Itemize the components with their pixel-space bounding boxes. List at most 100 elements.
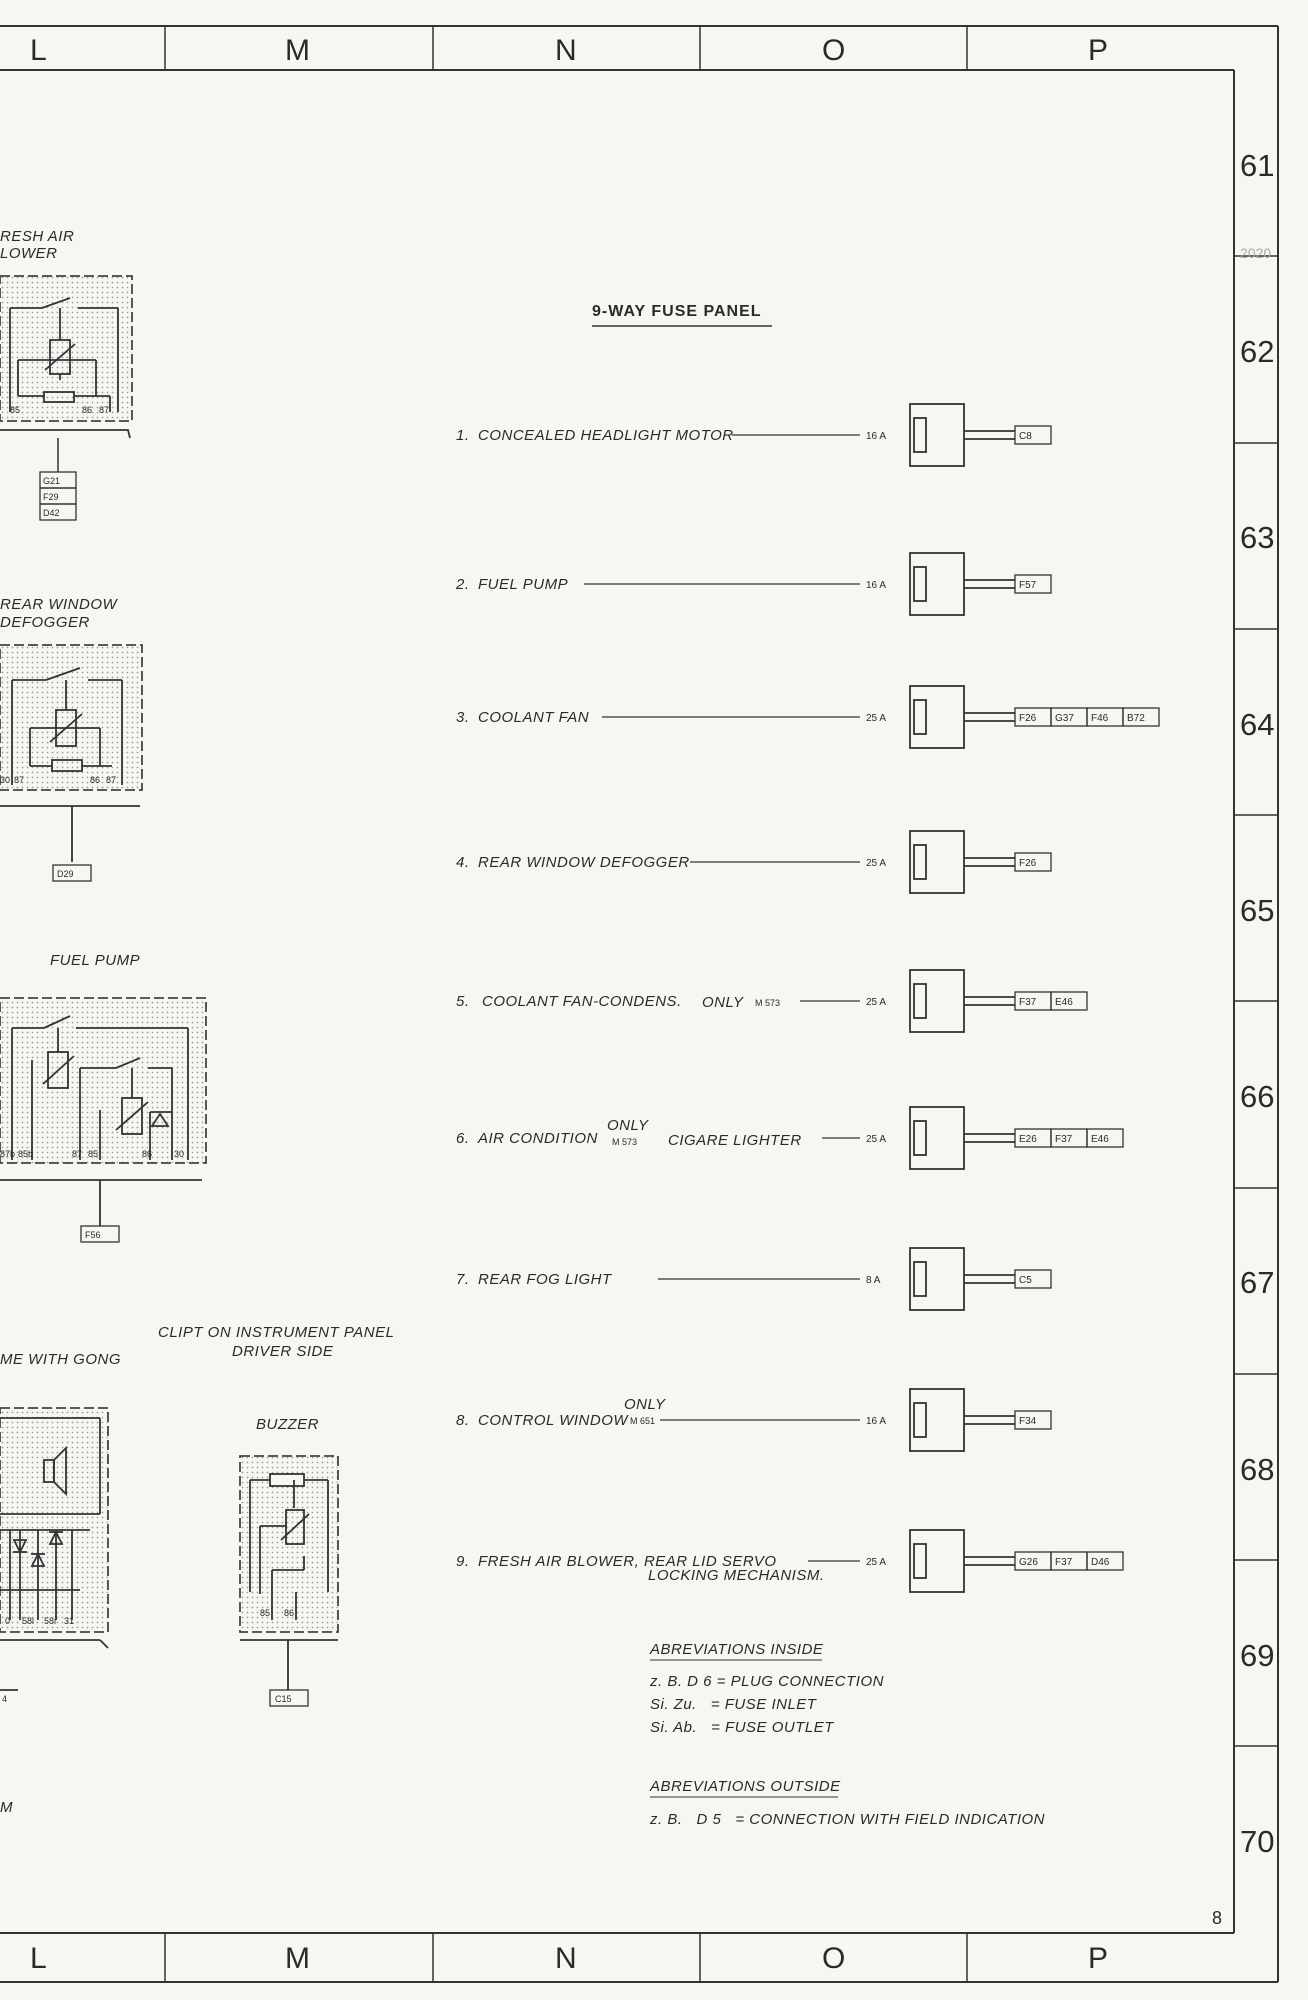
fuse-number: 3. xyxy=(456,709,470,726)
buzzer-code: C15 xyxy=(275,1694,292,1704)
fuse-row: 5. COOLANT FAN-CONDENS. 25 A F37 E46 xyxy=(456,969,1088,1033)
fuse-code-box xyxy=(1086,1551,1124,1571)
fuse-number: 4. xyxy=(456,854,470,871)
fuse-code-label: F34 xyxy=(1019,1416,1037,1427)
fuse-label: COOLANT FAN-CONDENS. xyxy=(482,993,682,1010)
column-letter-n-top: N xyxy=(555,34,577,67)
row-number-65: 65 xyxy=(1240,893,1274,928)
gong-title: ME WITH GONG xyxy=(0,1351,121,1368)
fuse-code-label: G37 xyxy=(1055,713,1074,724)
fuse-label: FUEL PUMP xyxy=(478,576,568,593)
fuse-code-label: E26 xyxy=(1019,1134,1037,1145)
abbrev-inside-line-2: Si. Zu. = FUSE INLET xyxy=(650,1696,818,1713)
fuel-pump-relay-title: FUEL PUMP xyxy=(50,952,140,969)
row-number-63: 63 xyxy=(1240,520,1274,555)
fuel-pump-pin-30: 30 xyxy=(174,1149,184,1159)
abbrev-outside-line-1: z. B. D 5 = CONNECTION WITH FIELD INDICA… xyxy=(649,1811,1045,1828)
bottom-left-fragment: M xyxy=(0,1799,13,1816)
fuse-code-label: D46 xyxy=(1091,1557,1110,1568)
fuse-symbol xyxy=(909,1247,1015,1311)
buzzer-pin-86: 86 xyxy=(284,1608,294,1618)
row-number-69: 69 xyxy=(1240,1638,1274,1673)
rear-window-pin-30: 30 xyxy=(0,775,10,785)
fuse-code-label: E46 xyxy=(1091,1134,1109,1145)
fuse-amperage: 8 A xyxy=(866,1275,881,1286)
fuse-8-model: M 651 xyxy=(630,1416,655,1426)
fuse-number: 9. xyxy=(456,1553,470,1570)
fuse-8-only: ONLY xyxy=(624,1396,666,1413)
rear-window-pin-87: 87 xyxy=(14,775,24,785)
column-letter-m-bottom: M xyxy=(285,1942,310,1975)
row-number-70: 70 xyxy=(1240,1824,1274,1859)
fuse-symbol xyxy=(909,685,1015,749)
column-letter-p-bottom: P xyxy=(1088,1942,1108,1975)
fresh-air-pin-87: 87 xyxy=(99,405,109,415)
column-letter-o-bottom: O xyxy=(822,1942,845,1975)
fresh-air-relay-symbol xyxy=(0,275,133,439)
rear-window-title-1: REAR WINDOW xyxy=(0,596,119,613)
fuse-rows: 1. CONCEALED HEADLIGHT MOTOR 16 A C8 2. FUEL … xyxy=(455,403,1160,1593)
fuse-code-label: E46 xyxy=(1055,997,1073,1008)
buzzer-pin-85: 85 xyxy=(260,1608,270,1618)
clipt-line-2: DRIVER SIDE xyxy=(232,1343,334,1360)
abbrev-inside-title: ABREVIATIONS INSIDE xyxy=(649,1641,824,1658)
abbrev-outside-title: ABREVIATIONS OUTSIDE xyxy=(649,1778,841,1795)
fuse-amperage: 25 A xyxy=(866,1134,886,1145)
fuse-number: 1. xyxy=(456,427,470,444)
buzzer-code-box xyxy=(269,1689,309,1707)
gong-pin-58l: 58l xyxy=(22,1616,34,1626)
fuse-6-model: M 573 xyxy=(612,1137,637,1147)
fuse-code-label: F37 xyxy=(1019,997,1037,1008)
fresh-air-code-2: F29 xyxy=(43,492,59,502)
abbrev-inside-line-3: Si. Ab. = FUSE OUTLET xyxy=(650,1719,835,1736)
fuse-code-box xyxy=(1014,574,1052,594)
fuse-code-box xyxy=(1122,707,1160,727)
abbrev-inside-line-1: z. B. D 6 = PLUG CONNECTION xyxy=(649,1673,884,1690)
column-letter-n-bottom: N xyxy=(555,1942,577,1975)
fuse-label: REAR FOG LIGHT xyxy=(478,1271,613,1288)
fuse-amperage: 25 A xyxy=(866,713,886,724)
fuse-symbol xyxy=(909,1388,1015,1452)
fuse-label: CONCEALED HEADLIGHT MOTOR xyxy=(478,427,734,444)
fresh-air-code-1: G21 xyxy=(43,476,60,486)
fuse-number: 8. xyxy=(456,1412,470,1429)
fuse-code-box xyxy=(1086,1128,1124,1148)
column-letter-l-bottom: L xyxy=(30,1942,47,1975)
buzzer-symbol xyxy=(239,1455,339,1690)
fuse-number: 7. xyxy=(456,1271,470,1288)
fuse-symbol xyxy=(909,830,1015,894)
fuse-6-only: ONLY xyxy=(607,1117,649,1134)
fuse-code-label: F37 xyxy=(1055,1557,1073,1568)
rear-window-code: D29 xyxy=(57,869,74,879)
fuel-pump-code-box xyxy=(80,1225,120,1243)
fuse-symbol xyxy=(909,552,1015,616)
fuse-number: 2. xyxy=(455,576,470,593)
fuse-code-label: G26 xyxy=(1019,1557,1038,1568)
fuse-amperage: 16 A xyxy=(866,431,886,442)
fuse-code-label: C8 xyxy=(1019,431,1032,442)
fuel-pump-pin-85b: 85b xyxy=(18,1149,33,1159)
fresh-air-pin-86: 86 xyxy=(82,405,92,415)
fuse-6-cigare-lighter: CIGARE LIGHTER xyxy=(668,1132,802,1149)
fuse-label: COOLANT FAN xyxy=(478,709,589,726)
page-number: 8 xyxy=(1212,1908,1222,1928)
fuse-symbol xyxy=(909,403,1015,467)
rear-window-title-2: DEFOGGER xyxy=(0,614,90,631)
fuse-number: 6. xyxy=(456,1130,470,1147)
fuse-amperage: 25 A xyxy=(866,997,886,1008)
fresh-air-title-1: RESH AIR xyxy=(0,228,74,245)
fuse-number: 5. xyxy=(456,993,470,1010)
fuse-symbol xyxy=(909,1529,1015,1593)
fuse-row: 1. CONCEALED HEADLIGHT MOTOR 16 A C8 xyxy=(456,403,1052,467)
gong-pin-31: 31 xyxy=(64,1616,74,1626)
fuel-pump-relay-symbol xyxy=(0,997,207,1226)
rear-window-code-box xyxy=(52,864,92,882)
fuse-code-box xyxy=(1014,425,1052,445)
fuse-code-box xyxy=(1014,1269,1052,1289)
row-number-66: 66 xyxy=(1240,1079,1274,1114)
gong-pin-58r: 58r xyxy=(44,1616,57,1626)
fuse-label: FRESH AIR BLOWER, REAR LID SERVO xyxy=(478,1553,777,1570)
